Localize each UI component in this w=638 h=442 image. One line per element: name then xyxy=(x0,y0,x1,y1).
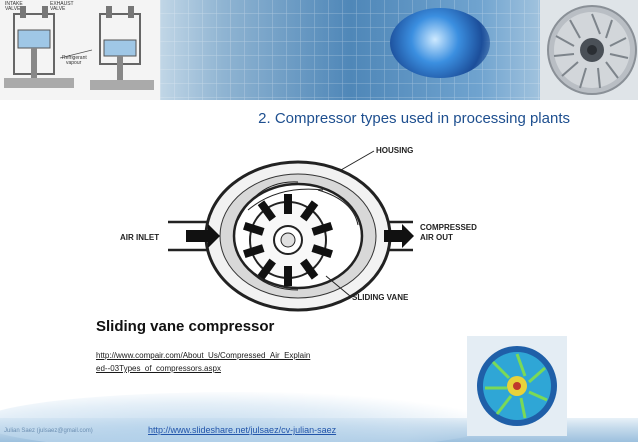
air-inlet-label: AIR INLET xyxy=(120,233,159,242)
air-out-label: AIR OUT xyxy=(420,233,453,242)
turbine-svg xyxy=(540,0,638,100)
inlet-arrow xyxy=(186,224,220,248)
exhaust-valve-label: VALVE xyxy=(50,6,66,12)
footer-swoosh xyxy=(0,392,500,442)
refrigerant-label: Refrigerant xyxy=(62,55,87,61)
piston-diagram-image: INTAKE VALVE EXHAUST VALVE Refrigerant v… xyxy=(0,0,160,100)
vanes xyxy=(243,194,333,286)
compressed-label: COMPRESSED xyxy=(420,223,477,232)
exhaust-label: EXHAUST xyxy=(50,1,74,7)
compressor-diagram-svg: HOUSING AIR INLET COMPRESSED AIR OUT SLI… xyxy=(120,146,477,312)
author-close: ) xyxy=(90,428,93,434)
author-email: julsaez@gmail.com xyxy=(38,428,91,434)
housing-label: HOUSING xyxy=(376,146,413,155)
header-banner: INTAKE VALVE EXHAUST VALVE Refrigerant v… xyxy=(0,0,638,100)
outlet-arrow xyxy=(384,224,414,248)
caption-title: Sliding vane compressor xyxy=(96,318,275,335)
footer-author: Julian Saez (julsaez@gmail.com) xyxy=(4,428,93,434)
sliding-vane-label: SLIDING VANE xyxy=(352,293,409,302)
source-link-line2[interactable]: ed--03Types_of_compressors.aspx xyxy=(96,364,221,373)
turbine-image xyxy=(540,0,638,100)
slideshare-link[interactable]: http://www.slideshare.net/julsaez/cv-jul… xyxy=(148,425,337,435)
intake-label: INTAKE xyxy=(5,1,23,7)
author-name: Julian Saez ( xyxy=(4,428,39,434)
blue-light-image xyxy=(390,8,490,78)
vapour-label: vapour xyxy=(66,60,82,66)
fan-simulation-image xyxy=(467,336,567,436)
source-link-line1[interactable]: http://www.compair.com/About_Us/Compress… xyxy=(96,351,311,360)
flow-lines xyxy=(237,181,359,291)
fan-simulation-svg xyxy=(467,336,567,436)
compressor-figure: HOUSING AIR INLET COMPRESSED AIR OUT SLI… xyxy=(108,140,488,315)
slide-title: 2. Compressor types used in processing p… xyxy=(258,110,570,127)
vane-leader-line xyxy=(325,275,351,297)
intake-valve-label: VALVE xyxy=(5,6,21,12)
piston-diagram-svg xyxy=(0,0,160,100)
